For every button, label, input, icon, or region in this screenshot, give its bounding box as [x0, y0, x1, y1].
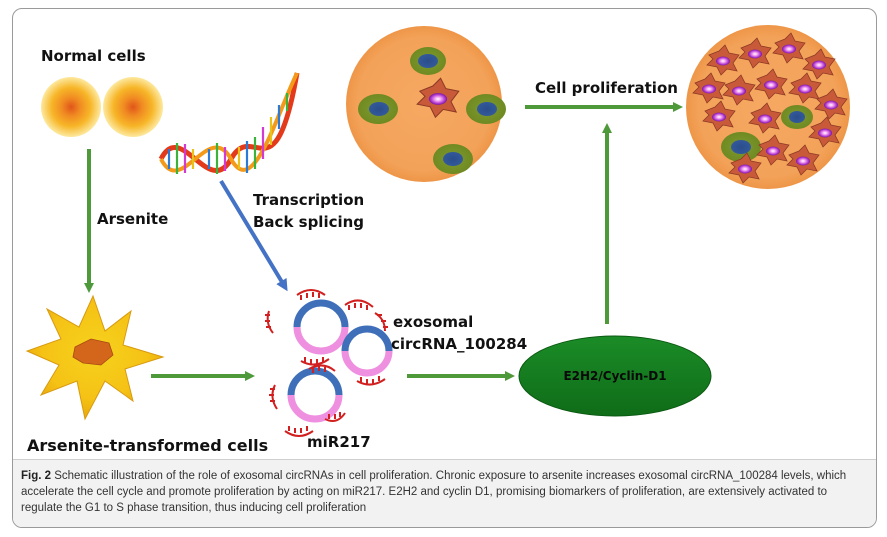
e2h2-label: E2H2/Cyclin-D1	[563, 369, 666, 383]
normal-cells-label: Normal cells	[41, 47, 146, 65]
arsenite-transformed-cell	[25, 294, 165, 421]
figure-label: Fig. 2	[21, 470, 52, 482]
caption-band: Fig. 2 Schematic illustration of the rol…	[13, 459, 876, 527]
normal-cell	[103, 77, 163, 137]
circrna-icon	[341, 325, 393, 377]
arsenite-transformed-label: Arsenite-transformed cells	[27, 436, 268, 455]
normal-cell	[41, 77, 101, 137]
dna-helix-icon	[158, 72, 300, 174]
figure-frame: Normal cells Arsenite Arsenite-transform…	[12, 8, 877, 528]
tissue-after-proliferation	[686, 25, 850, 189]
back-splicing-label: Back splicing	[253, 213, 364, 231]
exosomal-label: exosomal	[393, 313, 473, 331]
circrna-icon	[293, 299, 349, 355]
mir217-label: miR217	[307, 433, 371, 451]
transcription-arrow	[219, 179, 288, 292]
cell-proliferation-label: Cell proliferation	[535, 79, 678, 97]
e2h2-cyclin-d1-node	[518, 335, 712, 417]
circrna-label: circRNA_100284	[391, 335, 527, 353]
figure-caption: Fig. 2 Schematic illustration of the rol…	[21, 468, 866, 516]
mir217-icon	[265, 289, 388, 437]
caption-text: Schematic illustration of the role of ex…	[21, 470, 847, 514]
diagram-canvas: Normal cells Arsenite Arsenite-transform…	[25, 25, 850, 455]
circrna-icon	[287, 367, 343, 423]
arsenite-label: Arsenite	[97, 210, 168, 228]
transcription-label: Transcription	[253, 191, 364, 209]
tissue-before-proliferation	[346, 26, 506, 182]
